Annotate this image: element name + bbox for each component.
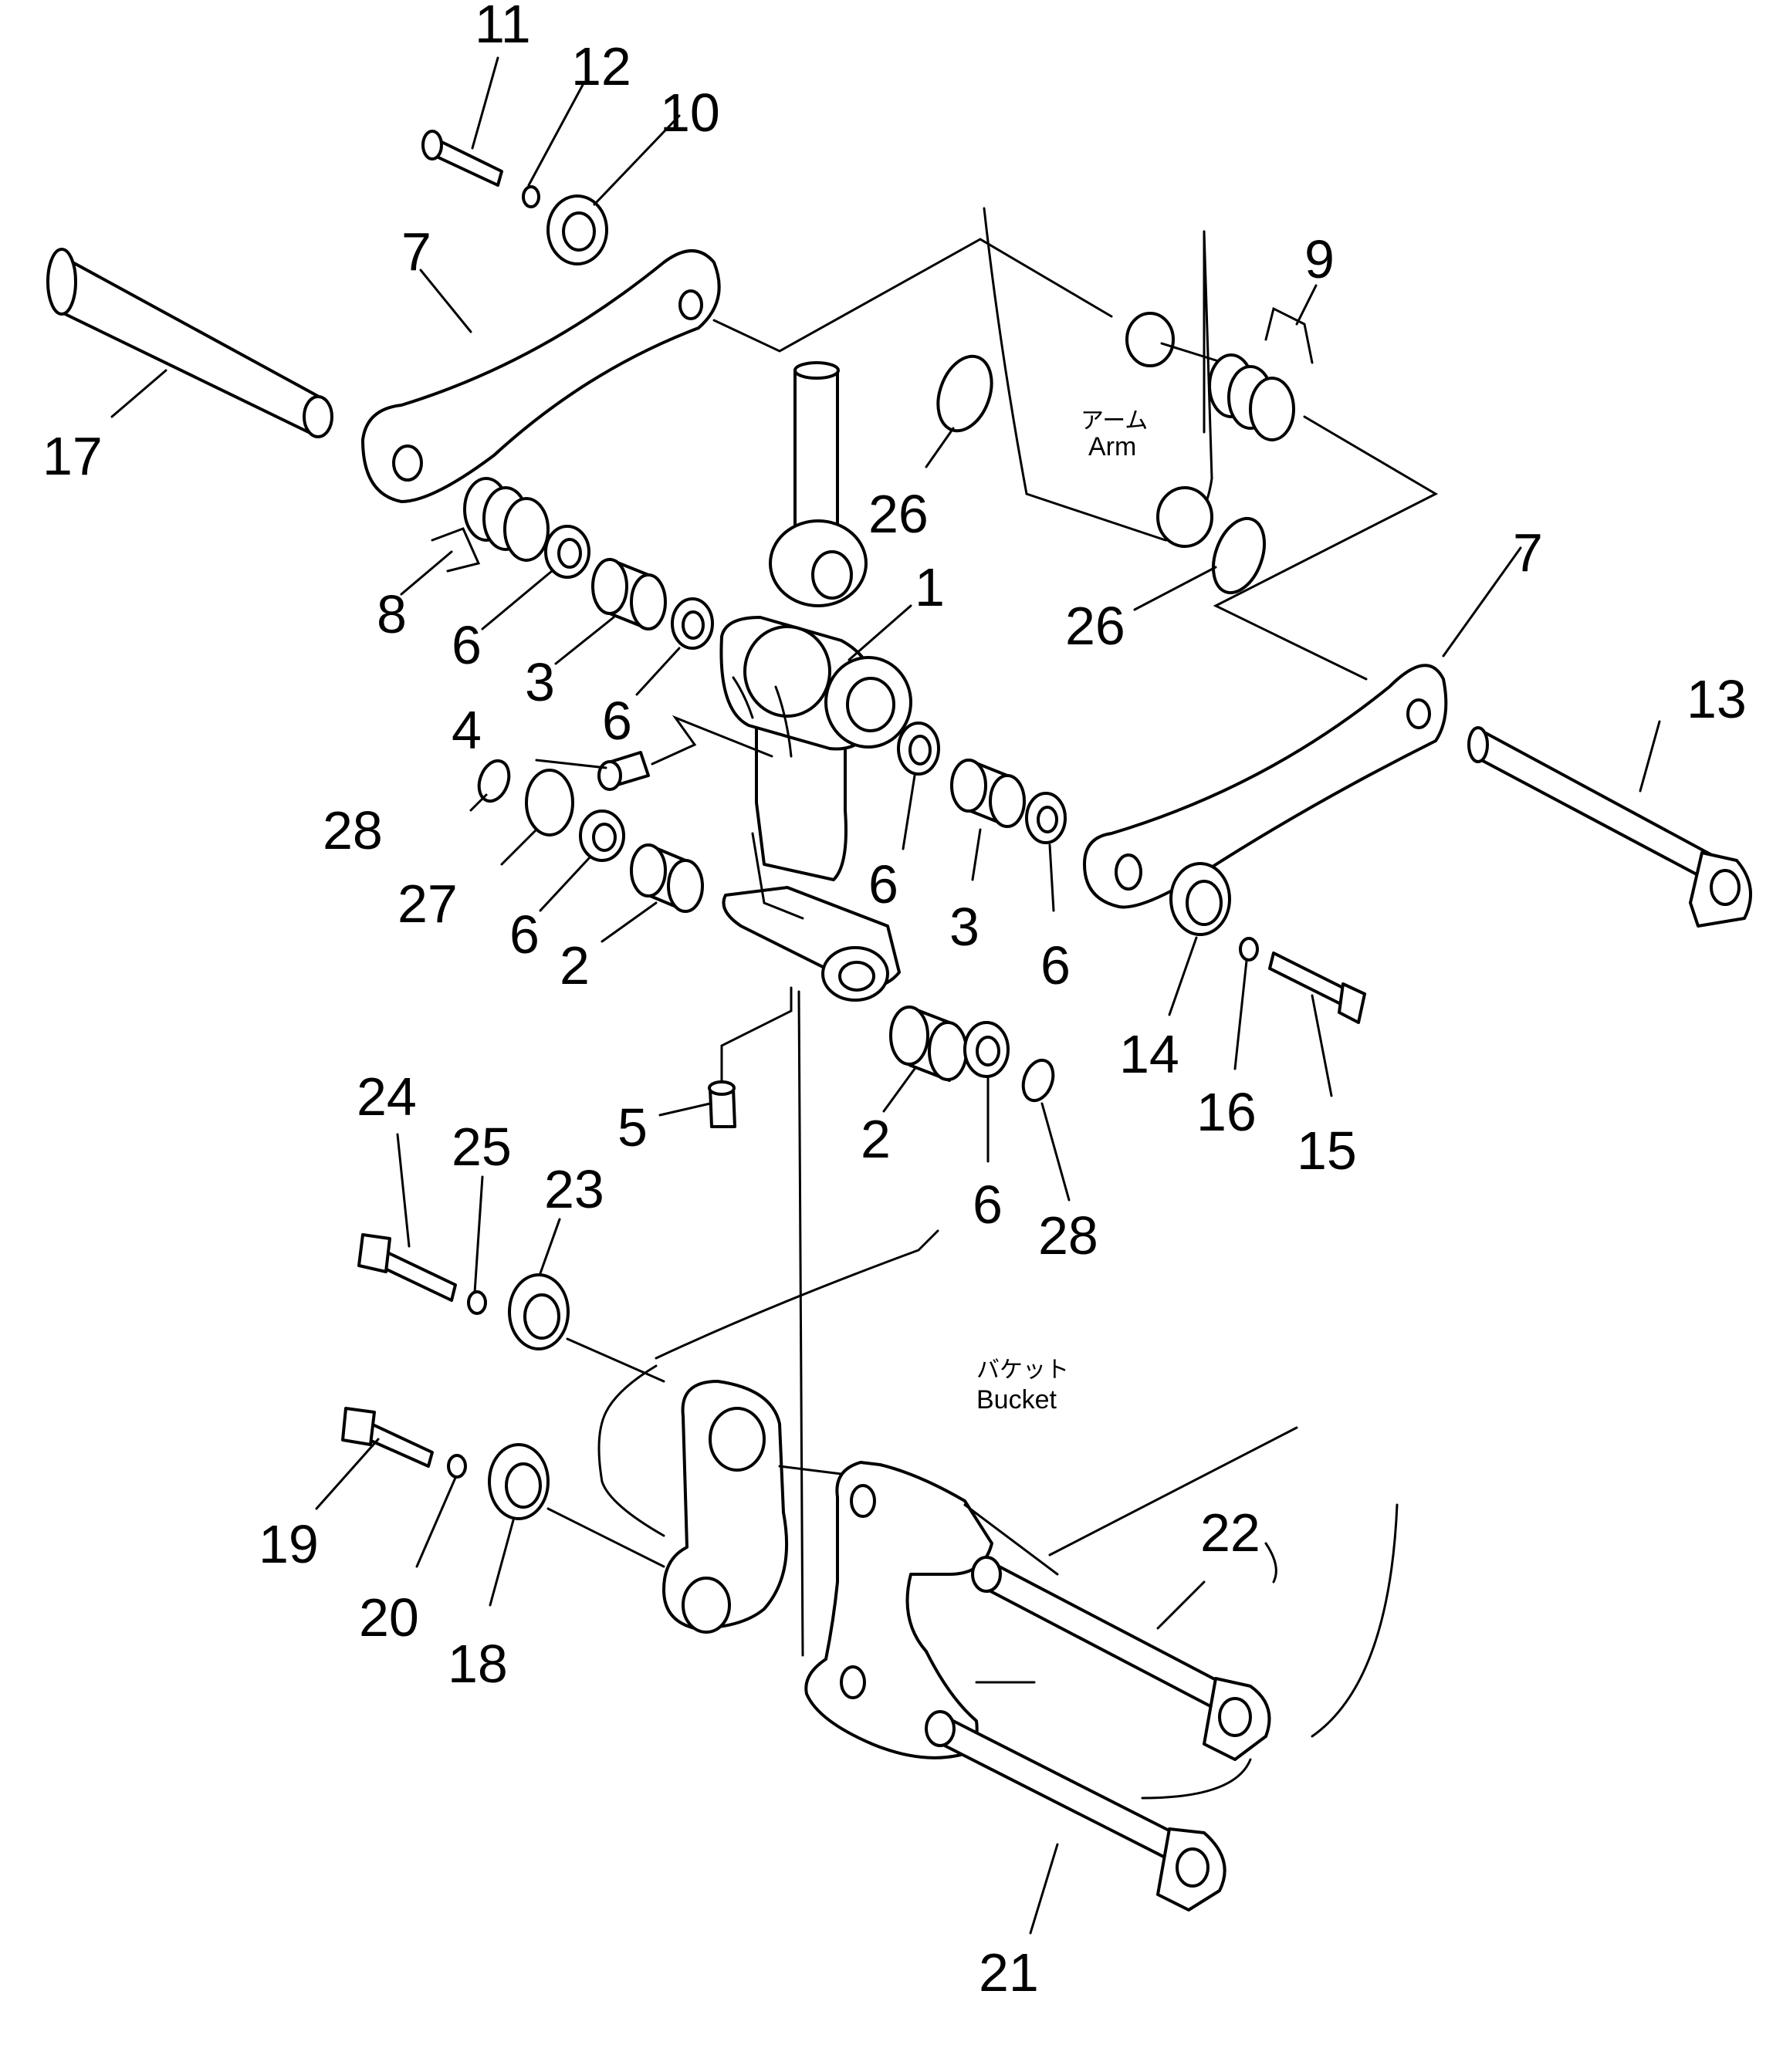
callout-2-a: 2	[560, 935, 590, 995]
callout-26-lower: 26	[1065, 596, 1125, 656]
callout-13: 13	[1687, 669, 1747, 729]
callout-22: 22	[1200, 1502, 1260, 1563]
callout-1: 1	[915, 557, 945, 617]
part-7-link-right	[1083, 664, 1448, 909]
callout-2-b: 2	[861, 1109, 891, 1169]
part-26-o-ring-upper	[936, 354, 993, 433]
callout-6-c: 6	[509, 904, 540, 965]
part-28-o-ring-left	[477, 759, 511, 803]
callout-11: 11	[475, 0, 531, 54]
callout-7-right: 7	[1513, 522, 1543, 583]
callout-16: 16	[1196, 1082, 1257, 1142]
part-3-bushing-a	[591, 558, 667, 630]
callout-6-f: 6	[973, 1175, 1003, 1235]
callout-6-a: 6	[452, 615, 482, 675]
bucket-caption-jp: バケット	[976, 1357, 1069, 1384]
callout-6-e: 6	[1040, 935, 1071, 995]
callout-27: 27	[398, 874, 458, 934]
part-12-washer	[522, 185, 540, 208]
callout-14: 14	[1119, 1024, 1179, 1084]
arm-outline	[983, 207, 1225, 548]
part-9-shims	[1208, 306, 1439, 681]
part-25-washer	[467, 1290, 487, 1315]
part-2-bushing-a	[630, 843, 704, 913]
arm-caption-jp: アーム	[1081, 407, 1148, 434]
callout-9: 9	[1304, 229, 1335, 289]
part-1-link-body	[719, 616, 912, 1002]
leader-lines	[110, 56, 1661, 1935]
arm-caption-en: Arm	[1088, 432, 1136, 461]
callout-6-b: 6	[602, 691, 632, 751]
part-2-bushing-b	[889, 1006, 968, 1082]
bucket-outline	[1141, 1503, 1399, 1800]
callout-20: 20	[359, 1587, 419, 1648]
part-8-shims	[431, 477, 550, 573]
part-18-collar	[488, 1443, 665, 1568]
part-6-seal-d	[897, 722, 940, 776]
callout-24: 24	[357, 1066, 417, 1127]
part-22-pin	[971, 1556, 1271, 1761]
part-10-collar	[546, 194, 608, 265]
part-23-collar	[508, 1273, 665, 1383]
part-26-o-ring-lower	[1212, 516, 1266, 595]
part-6-seal-f	[963, 1021, 1010, 1078]
callout-10: 10	[660, 83, 720, 143]
callout-18: 18	[448, 1634, 508, 1694]
guide-line	[797, 990, 804, 1657]
bucket-caption-en: Bucket	[976, 1385, 1057, 1415]
part-16-washer	[1239, 937, 1259, 962]
callout-12: 12	[571, 36, 631, 96]
part-14-collar	[1169, 862, 1231, 936]
cylinder-rod	[769, 361, 868, 607]
bucket-bracket	[597, 1229, 1298, 1759]
callout-25: 25	[452, 1117, 512, 1177]
part-24-bolt	[357, 1233, 457, 1302]
part-28-o-ring-right	[1021, 1058, 1055, 1103]
callout-28-right: 28	[1038, 1205, 1098, 1266]
part-6-seal-a	[544, 525, 590, 579]
part-6-seal-e	[1025, 792, 1067, 844]
callout-numbers: 11 12 10 7 17 9 26 26 7 13 8 6 3 6 1 4 2…	[42, 0, 1747, 2003]
callout-28-left: 28	[323, 800, 383, 860]
callout-4: 4	[452, 700, 482, 760]
callout-3-a: 3	[525, 652, 555, 712]
part-4-grease-fitting	[597, 715, 773, 791]
callout-3-b: 3	[949, 897, 979, 957]
part-15-bolt	[1268, 951, 1366, 1024]
callout-17: 17	[42, 426, 103, 486]
part-20-washer	[447, 1454, 467, 1479]
part-19-bolt	[341, 1407, 434, 1468]
callout-26-upper: 26	[868, 484, 929, 544]
part-6-seal-b	[671, 597, 714, 650]
callout-7-left: 7	[401, 221, 431, 282]
part-13-pin	[1467, 726, 1752, 928]
part-7-link-left	[361, 238, 1113, 503]
part-17-pin	[46, 248, 333, 438]
part-27-shim	[525, 769, 574, 837]
callout-15: 15	[1297, 1121, 1357, 1181]
callout-19: 19	[259, 1514, 319, 1574]
part-6-seal-c	[579, 810, 625, 862]
part-5-grease-fitting	[708, 986, 793, 1128]
callout-21: 21	[979, 1942, 1039, 2003]
callout-5: 5	[617, 1097, 648, 1158]
callout-23: 23	[544, 1159, 604, 1219]
part-3-bushing-b	[950, 759, 1026, 828]
callout-6-d: 6	[868, 854, 898, 914]
part-21-pin	[925, 1710, 1226, 1911]
callout-8: 8	[377, 584, 407, 644]
part-11-bolt	[421, 130, 503, 187]
